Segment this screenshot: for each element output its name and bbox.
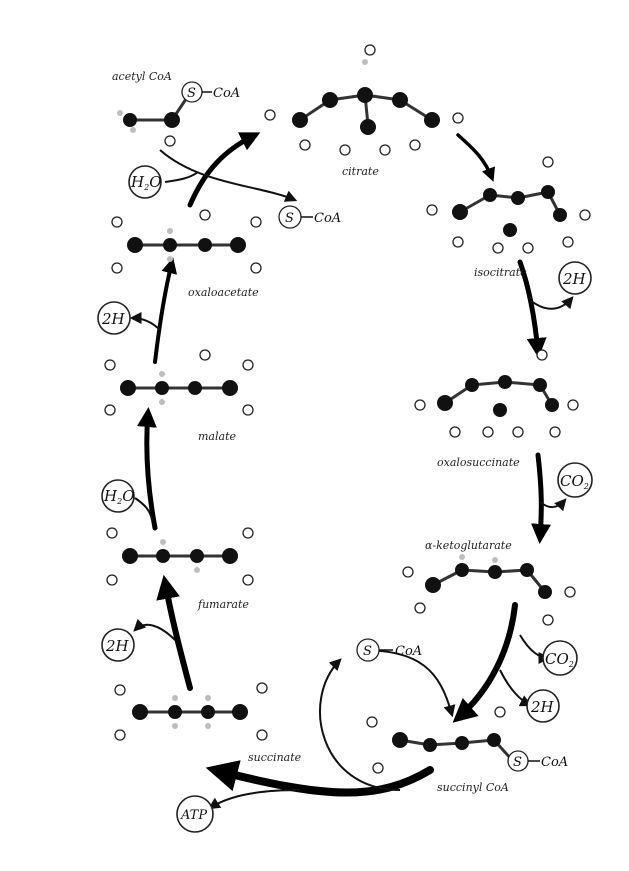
arrow-citrate-to-isocitrate — [456, 133, 495, 182]
arrow-scoa-loop — [319, 658, 401, 791]
cycle-arrows — [129, 132, 574, 810]
molecule-succinate — [114, 682, 268, 741]
label-acetyl-coa: acetyl CoA — [112, 70, 172, 83]
label-citrate: citrate — [342, 165, 379, 178]
molecule-citrate — [264, 44, 464, 156]
svg-text:ATP: ATP — [180, 808, 207, 823]
arrow-2h-out-4 — [129, 312, 161, 331]
free-scoa-bottom-sulfur: S — [363, 644, 372, 659]
arrow-acetylcoa-in — [159, 149, 298, 202]
arrow-2h-out-2 — [499, 669, 533, 707]
molecule-isocitrate — [426, 156, 591, 254]
label-succinyl-coa: succinyl CoA — [437, 781, 509, 794]
succinyl-sulfur-label: S — [513, 755, 522, 770]
arrow-fumarate-to-malate — [136, 407, 158, 531]
arrow-akg-to-succinylcoa — [452, 602, 518, 723]
arrow-h2o-in — [134, 497, 153, 521]
svg-text:2H: 2H — [105, 637, 130, 655]
molecule-fumarate — [106, 527, 254, 586]
coa-label: CoA — [213, 86, 240, 101]
byproduct-2h-left-1: 2H — [101, 628, 135, 662]
free-scoa-top-coa: CoA — [314, 211, 341, 226]
free-scoa-top-sulfur: S — [285, 211, 294, 226]
sulfur-label: S — [187, 86, 196, 101]
molecule-malate — [104, 349, 254, 416]
arrow-succinylcoa-to-succinate — [205, 760, 434, 797]
free-scoa-bottom: S CoA — [356, 638, 422, 662]
succinyl-coa-label: CoA — [541, 755, 568, 770]
free-scoa-top: S CoA — [278, 205, 341, 229]
byproduct-co2-right-1: CO2 — [557, 462, 593, 498]
byproduct-h2o-top: H2O — [128, 165, 162, 199]
molecule-alpha-ketoglutarate — [402, 554, 576, 626]
molecule-succinyl-coa: S CoA — [366, 706, 568, 774]
arrow-malate-to-oxaloacetate — [153, 257, 178, 364]
molecule-acetyl-coa: S CoA — [117, 81, 240, 147]
svg-text:H2O: H2O — [103, 487, 135, 506]
arrow-atp-out — [207, 789, 301, 810]
arrow-succinate-to-fumarate — [156, 574, 193, 691]
byproduct-co2-right-2: CO2 — [542, 640, 578, 676]
arrow-oxalosuccinate-to-akg — [531, 452, 551, 544]
molecule-oxaloacetate — [111, 209, 262, 274]
arrow-2h-out-1 — [529, 296, 574, 310]
label-oxalosuccinate: oxalosuccinate — [437, 456, 520, 469]
label-isocitrate: isocitrate — [474, 266, 527, 279]
byproduct-2h-left-2: 2H — [97, 301, 131, 335]
label-succinate: succinate — [248, 751, 302, 764]
molecule-oxalosuccinate — [414, 349, 579, 438]
arrow-isocitrate-to-oxalosuccinate — [517, 259, 547, 358]
arrow-2h-out-3 — [133, 618, 176, 641]
svg-text:2H: 2H — [562, 270, 587, 288]
svg-text:CO2: CO2 — [560, 472, 589, 491]
byproduct-2h-right-1: 2H — [558, 261, 592, 295]
label-alpha-ketoglutarate: α-ketoglutarate — [425, 539, 512, 552]
label-oxaloacetate: oxaloacetate — [188, 286, 259, 299]
arrow-h2o-in-top — [164, 171, 199, 183]
svg-text:H2O: H2O — [130, 173, 162, 192]
arrow-co2-out-1 — [539, 498, 567, 512]
byproduct-atp: ATP — [176, 795, 214, 833]
svg-text:CO2: CO2 — [545, 650, 574, 669]
free-scoa-bottom-coa: CoA — [395, 644, 422, 659]
svg-text:2H: 2H — [101, 310, 126, 328]
arrow-oxaloacetate-to-citrate — [187, 132, 261, 208]
svg-text:2H: 2H — [530, 698, 555, 716]
byproduct-h2o-left: H2O — [101, 479, 135, 513]
label-malate: malate — [198, 430, 236, 443]
byproduct-2h-right-2: 2H — [526, 689, 560, 723]
label-fumarate: fumarate — [197, 598, 249, 611]
